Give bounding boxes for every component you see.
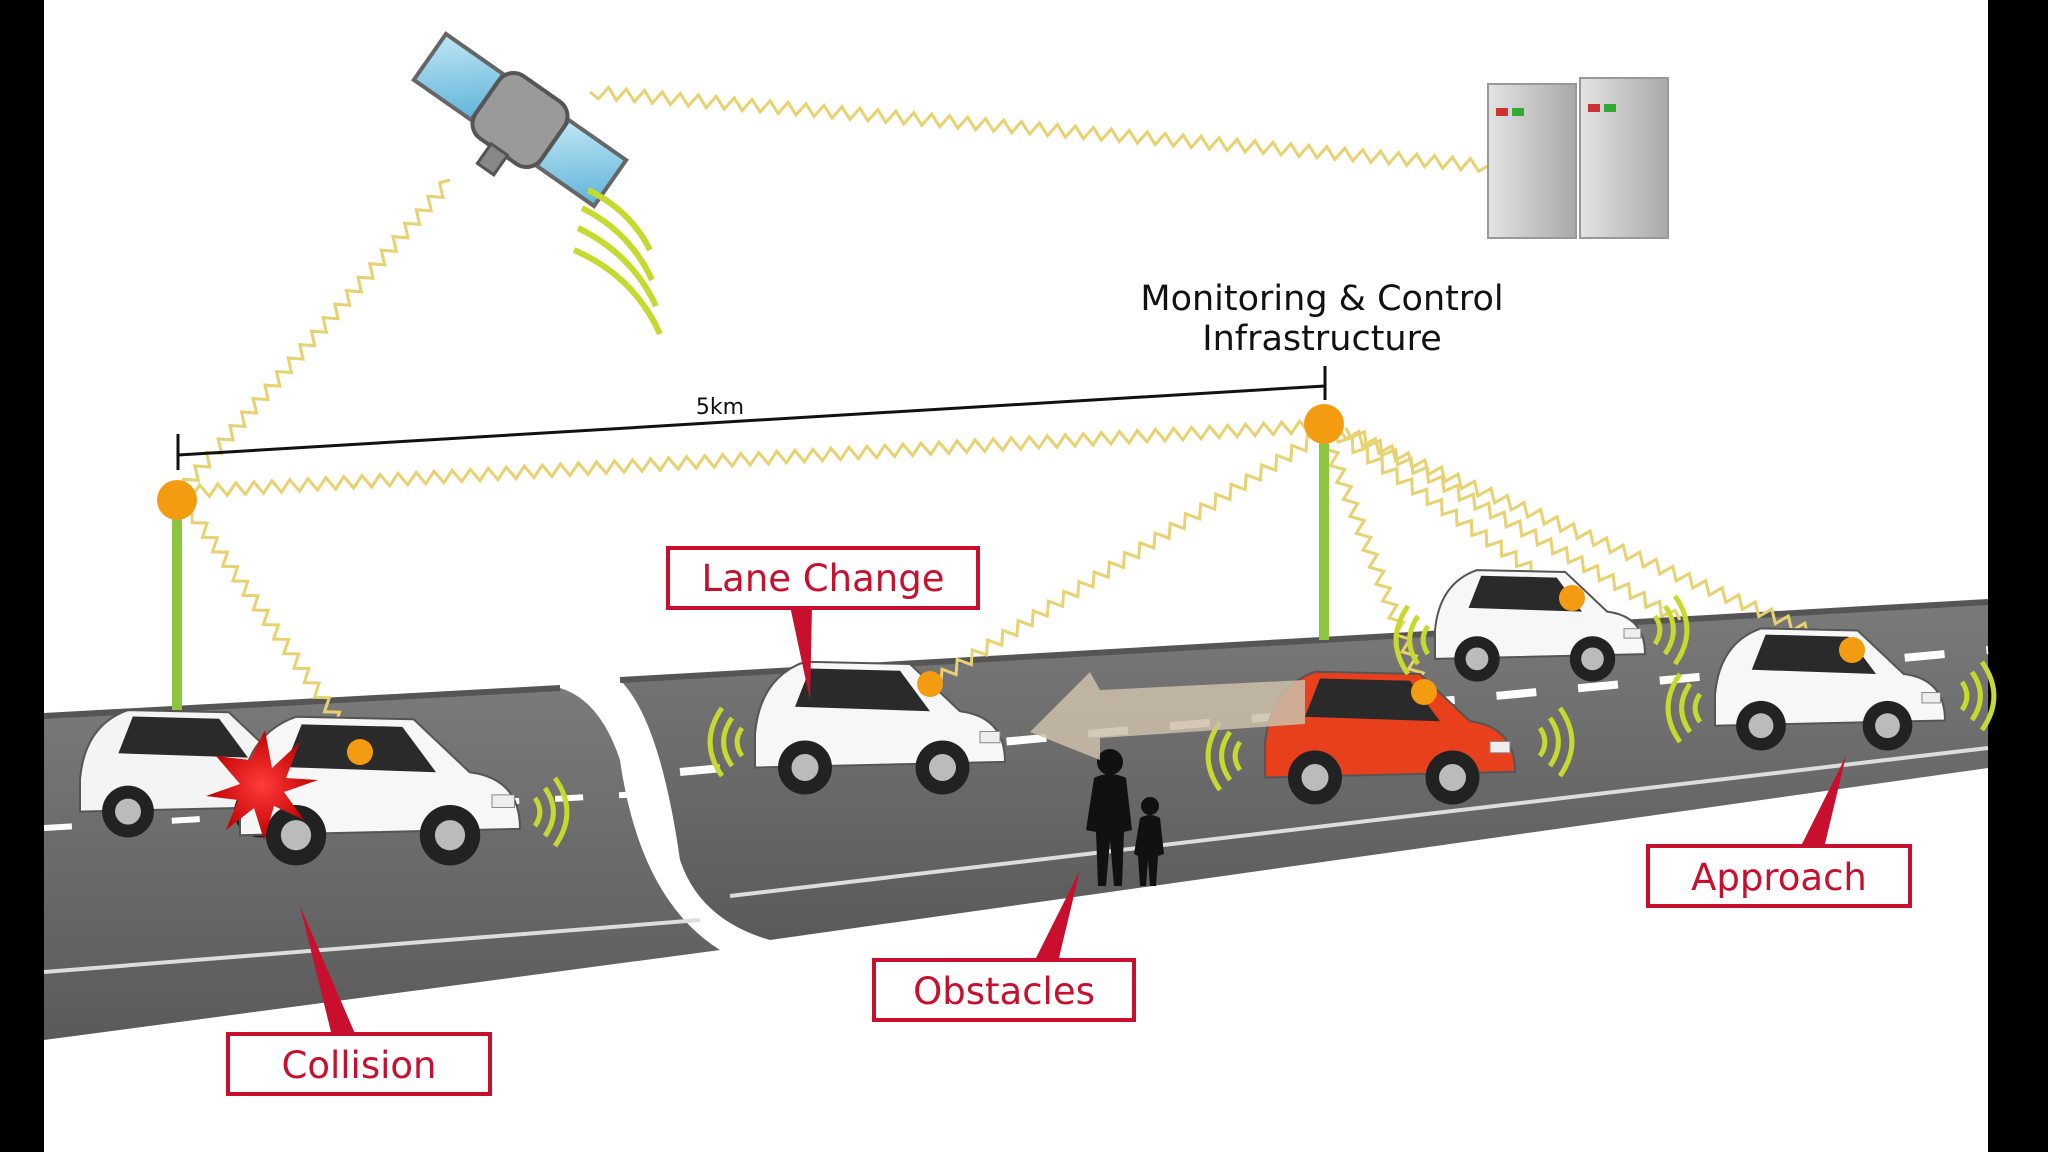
crash-burst-icon [206, 730, 318, 840]
antenna-node-icon [1304, 404, 1344, 444]
sensor-wave-icon [1537, 706, 1575, 778]
antenna-node-icon [1411, 679, 1437, 705]
pedestrian-icon [1086, 749, 1164, 886]
sensor-wave-icon [532, 776, 570, 848]
callout-obstacles-label: Obstacles [913, 970, 1095, 1013]
sensor-wave-icon [1393, 604, 1431, 676]
antenna-node-icon [347, 739, 373, 765]
sensor-wave-icon [1959, 660, 1997, 732]
server-icon [1487, 77, 1669, 239]
callout-lane-change-label: Lane Change [702, 557, 945, 600]
car-lane-change [754, 660, 1007, 795]
sensor-wave-icon [707, 706, 745, 778]
callout-collision: Collision [226, 906, 492, 1096]
distance-label: 5km [696, 395, 744, 420]
sensor-wave-icon [1652, 594, 1690, 666]
antenna-node-icon [1839, 637, 1865, 663]
car-red [1264, 670, 1517, 805]
lane-change-arrow [1030, 672, 1305, 760]
satellite-icon [411, 31, 629, 209]
antenna-node-icon [917, 671, 943, 697]
callout-obstacles: Obstacles [872, 870, 1136, 1022]
callout-lane-change: Lane Change [666, 546, 980, 700]
car-far [1434, 569, 1647, 682]
vehicles [79, 569, 1997, 866]
antenna-node-icon [157, 480, 197, 520]
antenna-node-icon [1559, 585, 1585, 611]
sensor-wave-icon [1665, 672, 1703, 744]
infrastructure-title-line2: Infrastructure [1202, 319, 1442, 359]
distance-marker: 5km [176, 366, 1327, 470]
callout-approach: Approach [1646, 756, 1912, 908]
callout-collision-label: Collision [282, 1044, 437, 1087]
sensor-wave-icon [572, 187, 663, 336]
roadside-unit-right [1304, 404, 1344, 640]
callout-approach-label: Approach [1691, 856, 1867, 899]
car-approach [1714, 627, 1947, 751]
infrastructure-title-line1: Monitoring & Control [1140, 279, 1503, 319]
roadside-unit-left [157, 480, 197, 710]
